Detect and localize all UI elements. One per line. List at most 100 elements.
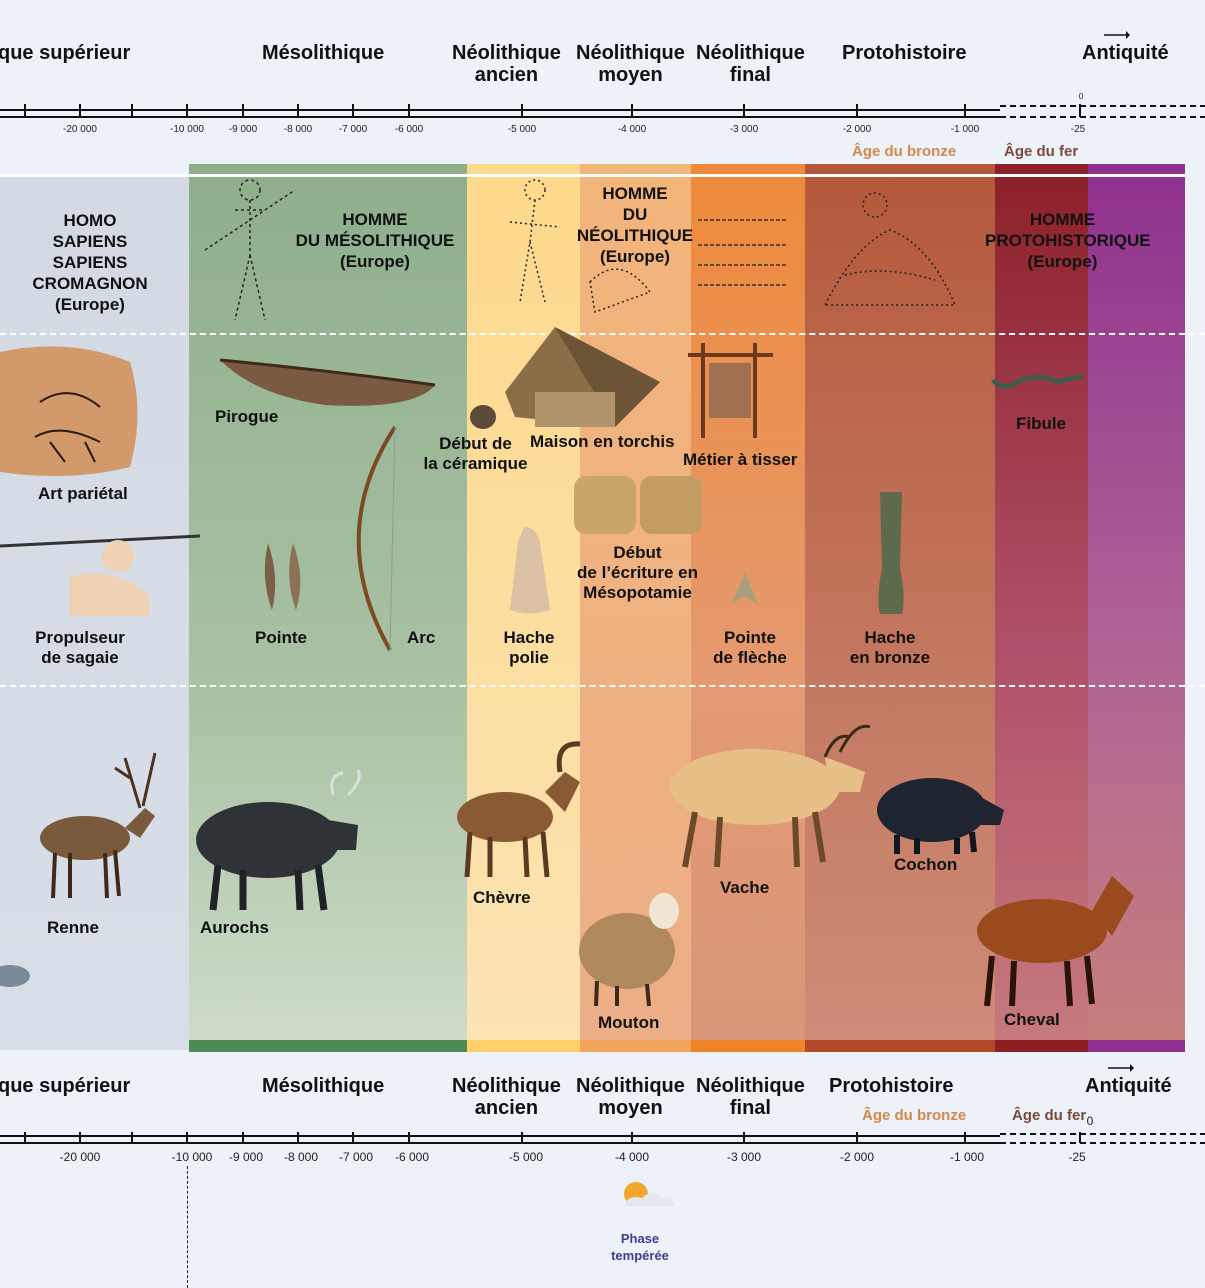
tick-top-9000: -9 000 [229,124,257,135]
sun-cloud-icon [618,1176,676,1210]
pirogue-image [215,350,440,415]
period-protohistoire-top: Protohistoire [842,42,966,64]
tick-top-10000: -10 000 [170,124,204,135]
marker-10000-line [187,1166,188,1288]
period-neo-final-bottom: Néolithique final [696,1075,805,1119]
arrowhead-image [730,570,760,608]
wattle-house-image [495,322,663,432]
period-protohistoire-bottom: Protohistoire [829,1075,953,1097]
period-neo-ancien-bottom: Néolithique ancien [452,1075,561,1119]
flint-points-image [258,538,310,613]
tick-top-2000: -2 000 [843,124,871,135]
bow-image [335,425,410,655]
age-bronze-bottom: Âge du bronze [862,1107,966,1124]
tick-bottom-0: 0 [1087,1114,1094,1128]
band-strip-neo-ancien [467,1040,580,1052]
clay-tablets-image [572,474,704,536]
age-fer-top: Âge du fer [1004,143,1078,160]
timeline-axis-top [0,100,1205,122]
sketch-loom-image [693,205,793,305]
horse-image [962,866,1137,1011]
label-pirogue: Pirogue [215,407,278,427]
label-metier: Métier à tisser [683,450,797,470]
label-pointe-fleche: Pointe de flèche [705,628,795,668]
sheep-image [572,886,690,1011]
tick-bottom-1000: -1 000 [950,1150,984,1164]
tick-bottom-2000: -2 000 [840,1150,874,1164]
band-strip-proto [805,1040,995,1052]
label-mouton: Mouton [598,1013,659,1033]
band-strip-neo-moyen [580,1040,691,1052]
tick-top-0: 0 [1079,92,1083,101]
period-mesolithique-bottom: Mésolithique [262,1075,384,1097]
arrow-right-icon [1108,1063,1134,1073]
aurochs-image [178,765,368,915]
label-pointe: Pointe [255,628,307,648]
tick-bottom-25: -25 [1068,1150,1085,1164]
cow-image [655,712,870,872]
period-antiquite-bottom: Antiquité [1085,1075,1172,1097]
spear-thrower-image [0,516,205,616]
tick-top-3000: -3 000 [730,124,758,135]
period-paleolithique-top: que supérieur [0,42,130,64]
tick-bottom-10000: -10 000 [172,1150,213,1164]
label-aurochs: Aurochs [200,918,269,938]
fish-image [0,960,30,992]
label-fibule: Fibule [1016,414,1066,434]
period-antiquite-top: Antiquité [1082,42,1169,64]
ceramic-pot-image [468,402,498,430]
age-bronze-top: Âge du bronze [852,143,956,160]
tick-top-1000: -1 000 [951,124,979,135]
tick-top-5000: -5 000 [508,124,536,135]
tick-top-4000: -4 000 [618,124,646,135]
period-neo-final-top: Néolithique final [696,42,805,86]
tick-bottom-9000: -9 000 [229,1150,263,1164]
period-paleolithique-bottom: que supérieur [0,1075,130,1097]
human-protohistorique: HOMME PROTOHISTORIQUE (Europe) [985,209,1140,272]
tick-bottom-8000: -8 000 [284,1150,318,1164]
sketch-hunter-image [195,170,305,330]
tick-bottom-20000: -20 000 [60,1150,101,1164]
band-strip-meso [189,1040,467,1052]
period-neo-ancien-top: Néolithique ancien [452,42,561,86]
arrow-right-icon [1104,30,1130,40]
period-mesolithique-top: Mésolithique [262,42,384,64]
sketch-neolithic-man-image [500,172,660,322]
band-strip-antiquite [1088,1040,1185,1052]
fibule-image [988,372,1088,407]
label-cheval: Cheval [1004,1010,1060,1030]
tick-bottom-6000: -6 000 [395,1150,429,1164]
label-ecriture: Début de l’écriture en Mésopotamie [570,543,705,603]
bronze-axe-image [872,488,910,618]
tick-bottom-3000: -3 000 [727,1150,761,1164]
label-propulseur: Propulseur de sagaie [30,628,130,668]
tick-bottom-5000: -5 000 [509,1150,543,1164]
age-fer-bottom: Âge du fer [1012,1107,1086,1124]
label-vache: Vache [720,878,769,898]
label-maison: Maison en torchis [530,432,675,452]
band-strip-fer [995,1040,1088,1052]
sketch-proto-man-image [815,185,965,315]
label-hache-bronze: Hache en bronze [840,628,940,668]
pig-image [872,770,1007,855]
tick-bottom-4000: -4 000 [615,1150,649,1164]
label-ceramique: Début de la céramique [418,434,533,474]
goat-image [445,732,585,882]
loom-image [683,343,778,443]
tick-top-25: -25 [1071,124,1085,135]
label-arc: Arc [407,628,435,648]
timeline-axis-bottom [0,1128,1205,1150]
label-cochon: Cochon [894,855,957,875]
polished-axe-image [506,522,554,617]
tick-top-7000: -7 000 [339,124,367,135]
reindeer-image [15,738,165,908]
tick-top-6000: -6 000 [395,124,423,135]
label-art-parietal: Art pariétal [38,484,128,504]
period-neo-moyen-top: Néolithique moyen [576,42,685,86]
band-strip-neo-final [691,1040,805,1052]
tick-top-8000: -8 000 [284,124,312,135]
label-chevre: Chèvre [473,888,531,908]
climate-label: Phase tempérée [600,1230,680,1264]
human-mesolithique: HOMME DU MÉSOLITHIQUE (Europe) [290,209,460,272]
label-renne: Renne [47,918,99,938]
